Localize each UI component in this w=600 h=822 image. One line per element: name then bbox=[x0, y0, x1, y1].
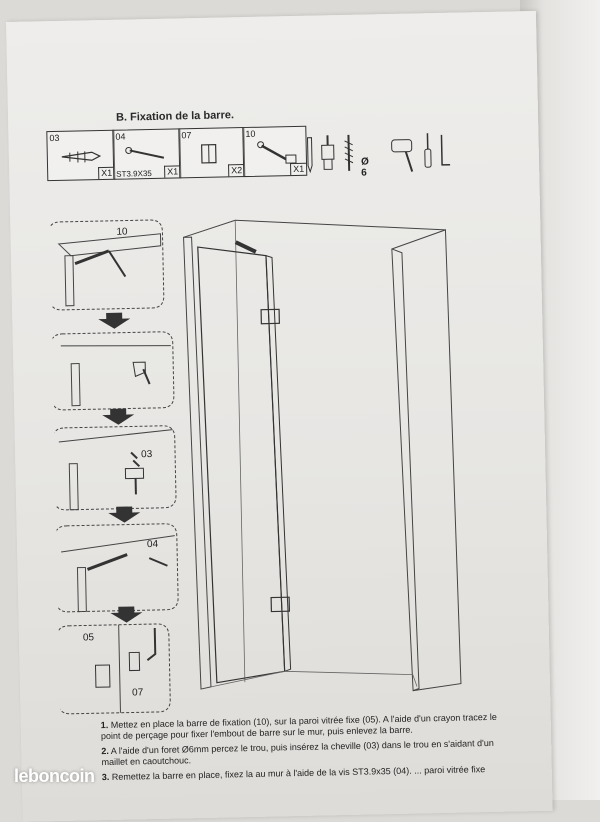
instruction-1: 1. Mettez en place la barre de fixation … bbox=[101, 712, 501, 742]
drill-icon bbox=[317, 133, 340, 173]
step5-part-label-05: 05 bbox=[83, 632, 94, 643]
part-spec: ST3.9X35 bbox=[116, 169, 152, 179]
hex-key-icon bbox=[437, 131, 452, 171]
step4-part-label: 04 bbox=[147, 539, 158, 550]
instruction-text: A l'aide d'un foret Ø6mm percez le trou,… bbox=[101, 738, 494, 767]
instruction-2: 2. A l'aide d'un foret Ø6mm percez le tr… bbox=[101, 738, 501, 768]
instruction-text: Mettez en place la barre de fixation (10… bbox=[101, 712, 497, 741]
part-quantity: X1 bbox=[98, 167, 114, 179]
step-illustrations bbox=[50, 214, 185, 717]
screw-icon bbox=[117, 137, 178, 168]
step5-part-label-07: 07 bbox=[132, 687, 143, 698]
part-quantity: X1 bbox=[164, 165, 180, 177]
part-box-10: 10 X1 bbox=[242, 126, 307, 177]
drill-bit-icon bbox=[341, 133, 356, 173]
part-quantity: X2 bbox=[228, 164, 244, 176]
pencil-icon bbox=[303, 134, 316, 174]
part-box-04: 04 ST3.9X35 X1 bbox=[112, 128, 181, 179]
step1-part-label: 10 bbox=[116, 227, 127, 238]
leboncoin-watermark: leboncoin bbox=[14, 766, 95, 787]
part-box-07: 07 X2 bbox=[178, 127, 245, 178]
shower-enclosure-illustration bbox=[175, 207, 475, 703]
drill-size-label: Ø 6 bbox=[361, 156, 369, 178]
screwdriver-icon bbox=[421, 131, 434, 171]
step3-part-label: 03 bbox=[141, 449, 152, 460]
part-box-03: 03 X1 bbox=[46, 130, 115, 181]
part-number: 07 bbox=[181, 130, 191, 140]
section-title: B. Fixation de la barre. bbox=[116, 109, 234, 123]
mallet-icon bbox=[389, 133, 418, 174]
instructions: 1. Mettez en place la barre de fixation … bbox=[101, 712, 502, 787]
manual-page: B. Fixation de la barre. 03 X1 04 ST3.9X… bbox=[6, 11, 553, 822]
